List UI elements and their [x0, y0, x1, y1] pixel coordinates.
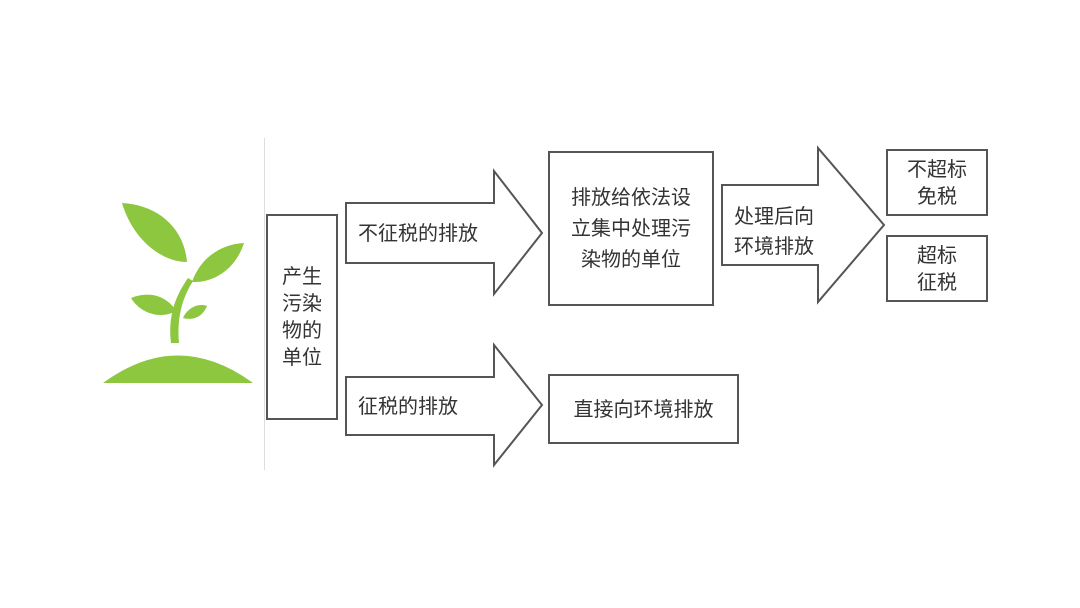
plant-leaf-top-right: [192, 243, 244, 283]
treatment-line-1: 排放给依法设: [571, 185, 691, 209]
divider-line: [264, 138, 265, 470]
arrow-after-treatment-label: 处理后向 环境排放: [734, 201, 814, 261]
arrow-untaxed-label: 不征税的排放: [358, 221, 478, 245]
direct-emission-box: 直接向环境排放: [548, 374, 739, 444]
outcome-taxed-line-1: 超标: [917, 242, 957, 267]
arrow-after-treatment: [721, 145, 886, 305]
treatment-line-3: 染物的单位: [581, 247, 681, 271]
source-line-4: 单位: [282, 345, 322, 369]
arrow-taxed: [345, 342, 544, 468]
outcome-exempt-line-1: 不超标: [907, 156, 967, 181]
arrow-taxed-label: 征税的排放: [358, 394, 458, 418]
plant-leaf-small: [183, 305, 207, 319]
arrow-untaxed: [345, 168, 544, 297]
plant-leaf-top-left: [122, 203, 187, 262]
treatment-box: 排放给依法设 立集中处理污 染物的单位: [548, 151, 714, 306]
outcome-exempt-line-2: 免税: [917, 183, 957, 208]
outcome-taxed-box: 超标 征税: [886, 235, 988, 302]
treatment-line-2: 立集中处理污: [571, 216, 691, 240]
source-line-2: 污染: [282, 291, 322, 315]
source-box: 产生 污染 物的 单位: [266, 214, 338, 420]
source-line-3: 物的: [282, 318, 322, 342]
source-line-1: 产生: [282, 264, 322, 288]
seedling-icon: [103, 203, 253, 383]
after-treatment-line-2: 环境排放: [734, 234, 814, 258]
plant-stem: [170, 278, 193, 343]
plant-leaf-bottom-left: [131, 294, 176, 315]
after-treatment-line-1: 处理后向: [734, 204, 814, 228]
ground-mound: [103, 355, 253, 383]
outcome-exempt-box: 不超标 免税: [886, 149, 988, 216]
outcome-taxed-line-2: 征税: [917, 269, 957, 294]
